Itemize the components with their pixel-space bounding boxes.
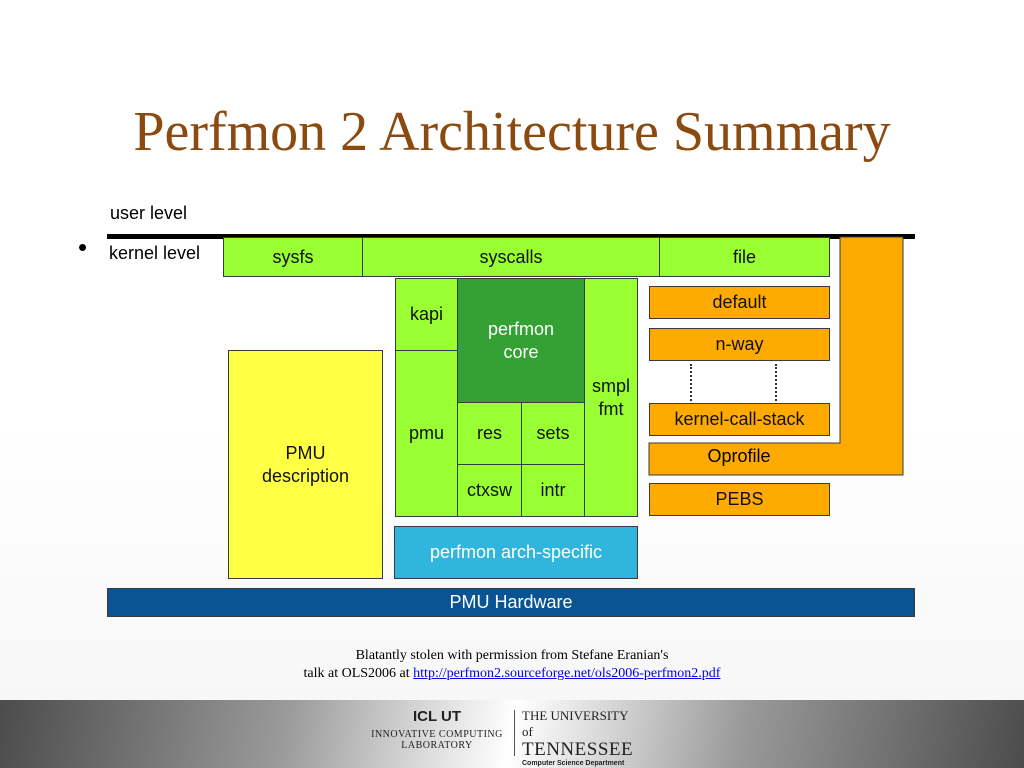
pebs-box: PEBS: [649, 483, 830, 516]
default-box: default: [649, 286, 830, 319]
res-box: res: [457, 402, 522, 465]
utk-logo: THE UNIVERSITY of TENNESSEE Computer Sci…: [522, 708, 642, 767]
pmu-label: pmu: [408, 423, 444, 443]
credit-line-2-prefix: talk at OLS2006 at: [303, 666, 414, 681]
credit-note: Blatantly stolen with permission from St…: [0, 647, 1024, 683]
file-box: file: [659, 237, 830, 277]
kernel-call-stack-label: kernel-call-stack: [674, 409, 805, 429]
ellipsis-connector-right: [775, 364, 777, 401]
pmu-hardware-box: PMU Hardware: [107, 588, 915, 617]
credit-line-2: talk at OLS2006 at http://perfmon2.sourc…: [0, 665, 1024, 683]
smpl-fmt-label: smpl fmt: [591, 375, 630, 419]
kapi-label: kapi: [409, 304, 444, 324]
sets-label: sets: [536, 423, 570, 443]
slide-title: Perfmon 2 Architecture Summary: [133, 101, 891, 163]
nway-label: n-way: [715, 334, 764, 354]
intr-box: intr: [521, 464, 585, 517]
oprofile-label: Oprofile: [707, 446, 771, 466]
icl-logo: ICL UT INNOVATIVE COMPUTING LABORATORY: [362, 708, 512, 751]
credit-link[interactable]: http://perfmon2.sourceforge.net/ols2006-…: [413, 666, 721, 681]
user-kernel-divider: [107, 234, 915, 239]
intr-label: intr: [540, 480, 566, 500]
pmu-description-box: PMU description: [228, 350, 383, 579]
kernel-call-stack-box: kernel-call-stack: [649, 403, 830, 436]
sets-box: sets: [521, 402, 585, 465]
syscalls-label: syscalls: [479, 246, 543, 267]
ctxsw-box: ctxsw: [457, 464, 522, 517]
user-level-label: user level: [110, 203, 188, 223]
credit-line-1: Blatantly stolen with permission from St…: [355, 648, 669, 663]
pmu-description-label: PMU description: [261, 442, 350, 486]
syscalls-box: syscalls: [362, 237, 660, 277]
pebs-label: PEBS: [715, 489, 764, 509]
pmu-hardware-label: PMU Hardware: [449, 592, 573, 612]
smpl-fmt-box: smpl fmt: [584, 278, 638, 517]
arch-specific-box: perfmon arch-specific: [394, 526, 638, 579]
icl-logo-mark: ICL UT: [412, 708, 462, 725]
file-label: file: [732, 246, 756, 267]
nway-box: n-way: [649, 328, 830, 361]
icl-line-1: INNOVATIVE COMPUTING: [371, 729, 503, 740]
ctxsw-label: ctxsw: [467, 480, 512, 500]
utk-line-3: Computer Science Department: [522, 760, 625, 767]
res-label: res: [476, 423, 502, 443]
default-label: default: [712, 292, 767, 312]
kapi-box: kapi: [395, 278, 458, 351]
footer-separator: [514, 710, 515, 756]
bullet-point: •: [78, 232, 88, 262]
arch-specific-label: perfmon arch-specific: [429, 542, 603, 562]
utk-line-2: TENNESSEE: [522, 739, 634, 760]
footer-band: [0, 700, 1024, 768]
utk-line-1: THE UNIVERSITY of: [522, 708, 629, 739]
ellipsis-connector-left: [690, 364, 692, 401]
kernel-level-label: kernel level: [109, 243, 201, 263]
sysfs-label: sysfs: [272, 246, 314, 267]
icl-line-2: LABORATORY: [401, 740, 473, 751]
pmu-box: pmu: [395, 350, 458, 517]
perfmon-core-label: perfmon core: [487, 318, 555, 362]
